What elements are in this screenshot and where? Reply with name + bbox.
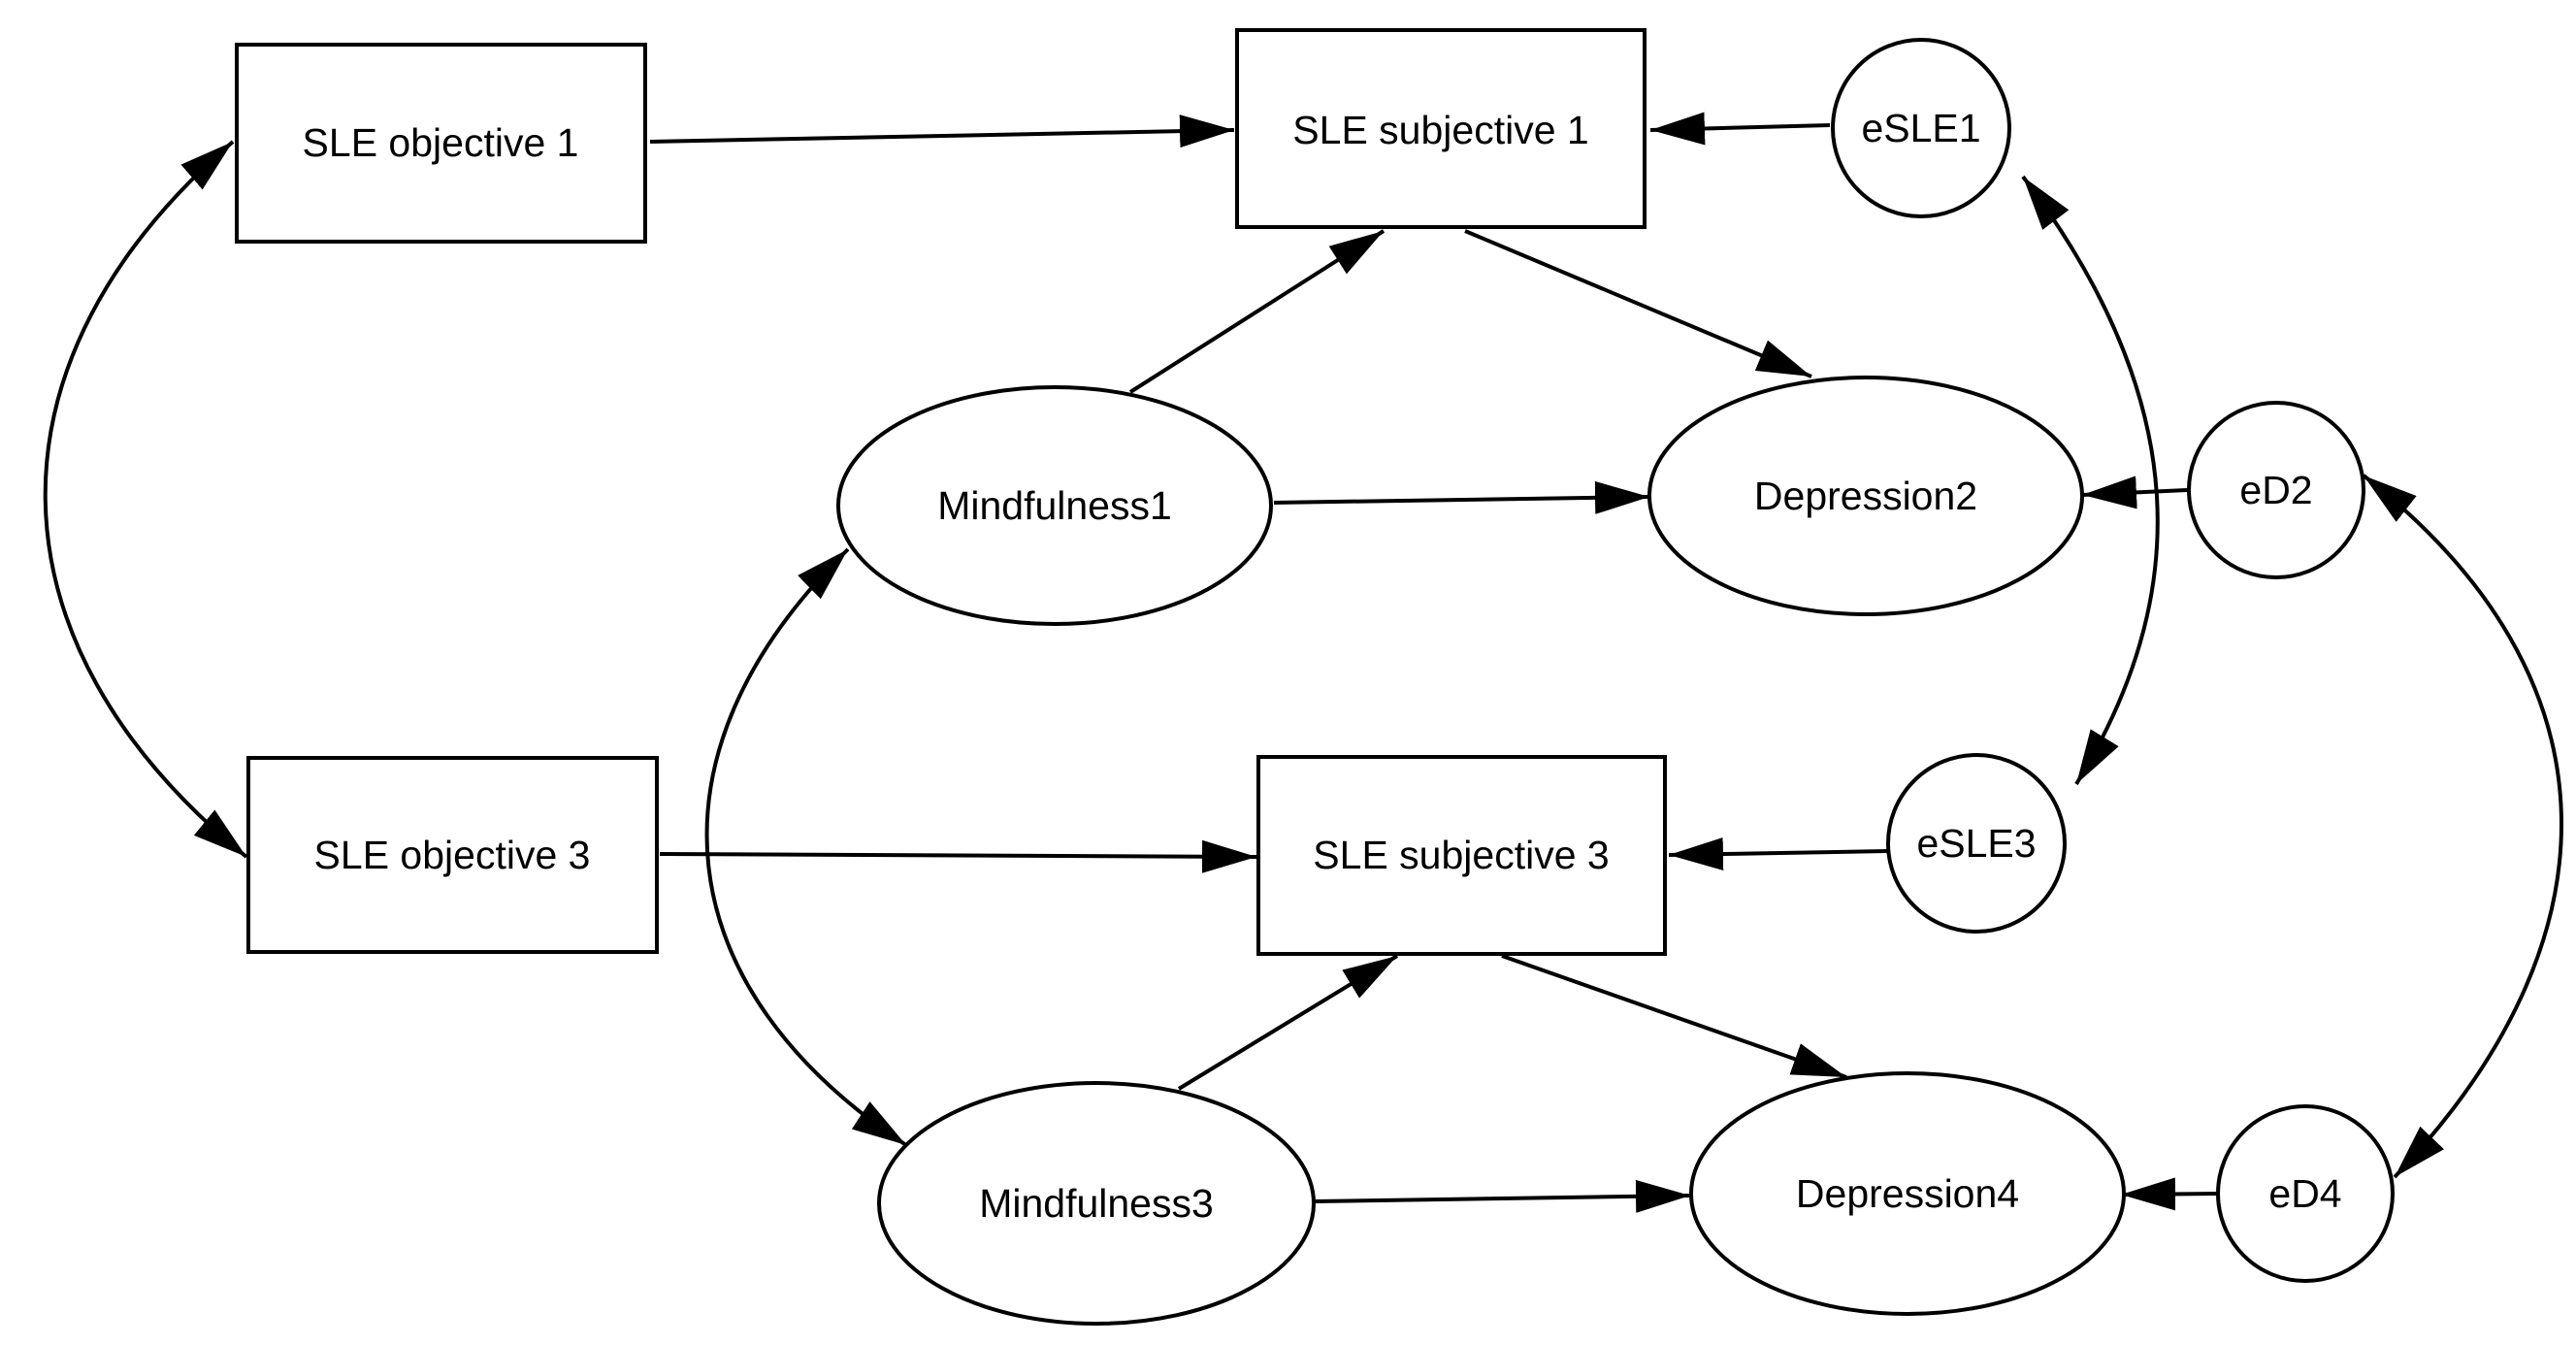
- edge-sle-obj3-to-sle-subj3: [659, 839, 1257, 873]
- node-sle-subjective-1: SLE subjective 1: [1235, 28, 1647, 229]
- edge-esle1-to-sle-subj1: [1649, 112, 1831, 146]
- node-label: Depression2: [1754, 474, 1977, 518]
- node-label: eD2: [2239, 468, 2312, 512]
- node-mindfulness1: Mindfulness1: [836, 385, 1273, 626]
- edge-mindfulness1-to-sle-subj1: [1128, 229, 1386, 394]
- node-label: eD4: [2268, 1171, 2341, 1216]
- node-esle1: eSLE1: [1831, 38, 2011, 218]
- node-label: Mindfulness3: [979, 1181, 1214, 1226]
- edge-ed4-to-depression4: [2120, 1177, 2222, 1211]
- edge-ed2-to-depression2: [2081, 476, 2188, 509]
- node-label: eSLE3: [1916, 821, 2036, 866]
- edge-mindfulness3-to-depression4: [1314, 1179, 1691, 1213]
- node-sle-subjective-3: SLE subjective 3: [1256, 755, 1667, 956]
- node-label: SLE objective 1: [303, 120, 579, 165]
- edge-sle-subj3-to-depression4: [1501, 954, 1847, 1079]
- covariance-sle-obj1-sle-obj3: [43, 140, 248, 859]
- covariance-mindfulness1-mindfulness3: [704, 547, 908, 1147]
- covariance-ed2-ed4: [2362, 474, 2564, 1179]
- node-label: SLE subjective 3: [1313, 833, 1609, 877]
- node-label: SLE subjective 1: [1292, 108, 1588, 152]
- node-sle-objective-3: SLE objective 3: [246, 756, 659, 954]
- node-label: SLE objective 3: [314, 833, 591, 877]
- node-ed2: eD2: [2187, 401, 2365, 579]
- node-label: Mindfulness1: [937, 483, 1172, 528]
- node-mindfulness3: Mindfulness3: [877, 1081, 1316, 1326]
- nodes: SLE objective 1 SLE subjective 1 SLE obj…: [235, 28, 2395, 1326]
- edge-mindfulness3-to-sle-subj3: [1177, 954, 1399, 1091]
- node-sle-objective-1: SLE objective 1: [235, 43, 647, 244]
- edge-sle-subj1-to-depression2: [1464, 229, 1812, 378]
- node-depression4: Depression4: [1689, 1071, 2126, 1316]
- node-esle3: eSLE3: [1886, 753, 2067, 934]
- node-label: eSLE1: [1861, 106, 1980, 150]
- edge-esle3-to-sle-subj3: [1668, 837, 1888, 871]
- node-label: Depression4: [1796, 1171, 2019, 1216]
- edge-sle-obj1-to-sle-subj1: [649, 115, 1235, 148]
- covariance-esle1-esle3: [2021, 175, 2160, 786]
- node-ed4: eD4: [2216, 1104, 2395, 1283]
- edges: [43, 112, 2564, 1213]
- node-depression2: Depression2: [1647, 376, 2084, 616]
- edge-mindfulness1-to-depression2: [1273, 480, 1650, 514]
